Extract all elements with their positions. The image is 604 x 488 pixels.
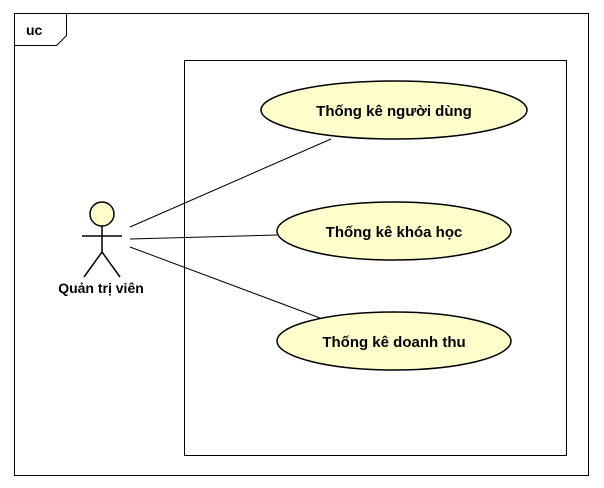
association-line-course-stats xyxy=(129,234,278,240)
use-case-ellipse xyxy=(276,311,512,371)
use-case-course-stats[interactable]: Thống kê khóa học xyxy=(276,201,512,261)
use-case-revenue-stats[interactable]: Thống kê doanh thu xyxy=(276,311,512,371)
association-line-user-stats xyxy=(129,138,332,228)
actor-left-leg xyxy=(83,251,103,278)
association-line-revenue-stats xyxy=(129,246,321,319)
actor-right-leg xyxy=(101,251,121,278)
use-case-label: Thống kê khóa học xyxy=(326,224,463,241)
actor-head xyxy=(89,201,115,227)
use-case-label: Thống kê doanh thu xyxy=(322,334,465,351)
frame-label: uc xyxy=(26,22,43,38)
actor-admin: Quản trị viên xyxy=(58,201,144,296)
frame-tab xyxy=(14,13,67,46)
actor-label: Quản trị viên xyxy=(58,280,144,296)
use-case-ellipse xyxy=(276,201,512,261)
use-case-label: Thống kê người dùng xyxy=(316,103,472,120)
use-case-user-stats[interactable]: Thống kê người dùng xyxy=(260,80,528,140)
use-case-ellipse xyxy=(260,80,528,140)
